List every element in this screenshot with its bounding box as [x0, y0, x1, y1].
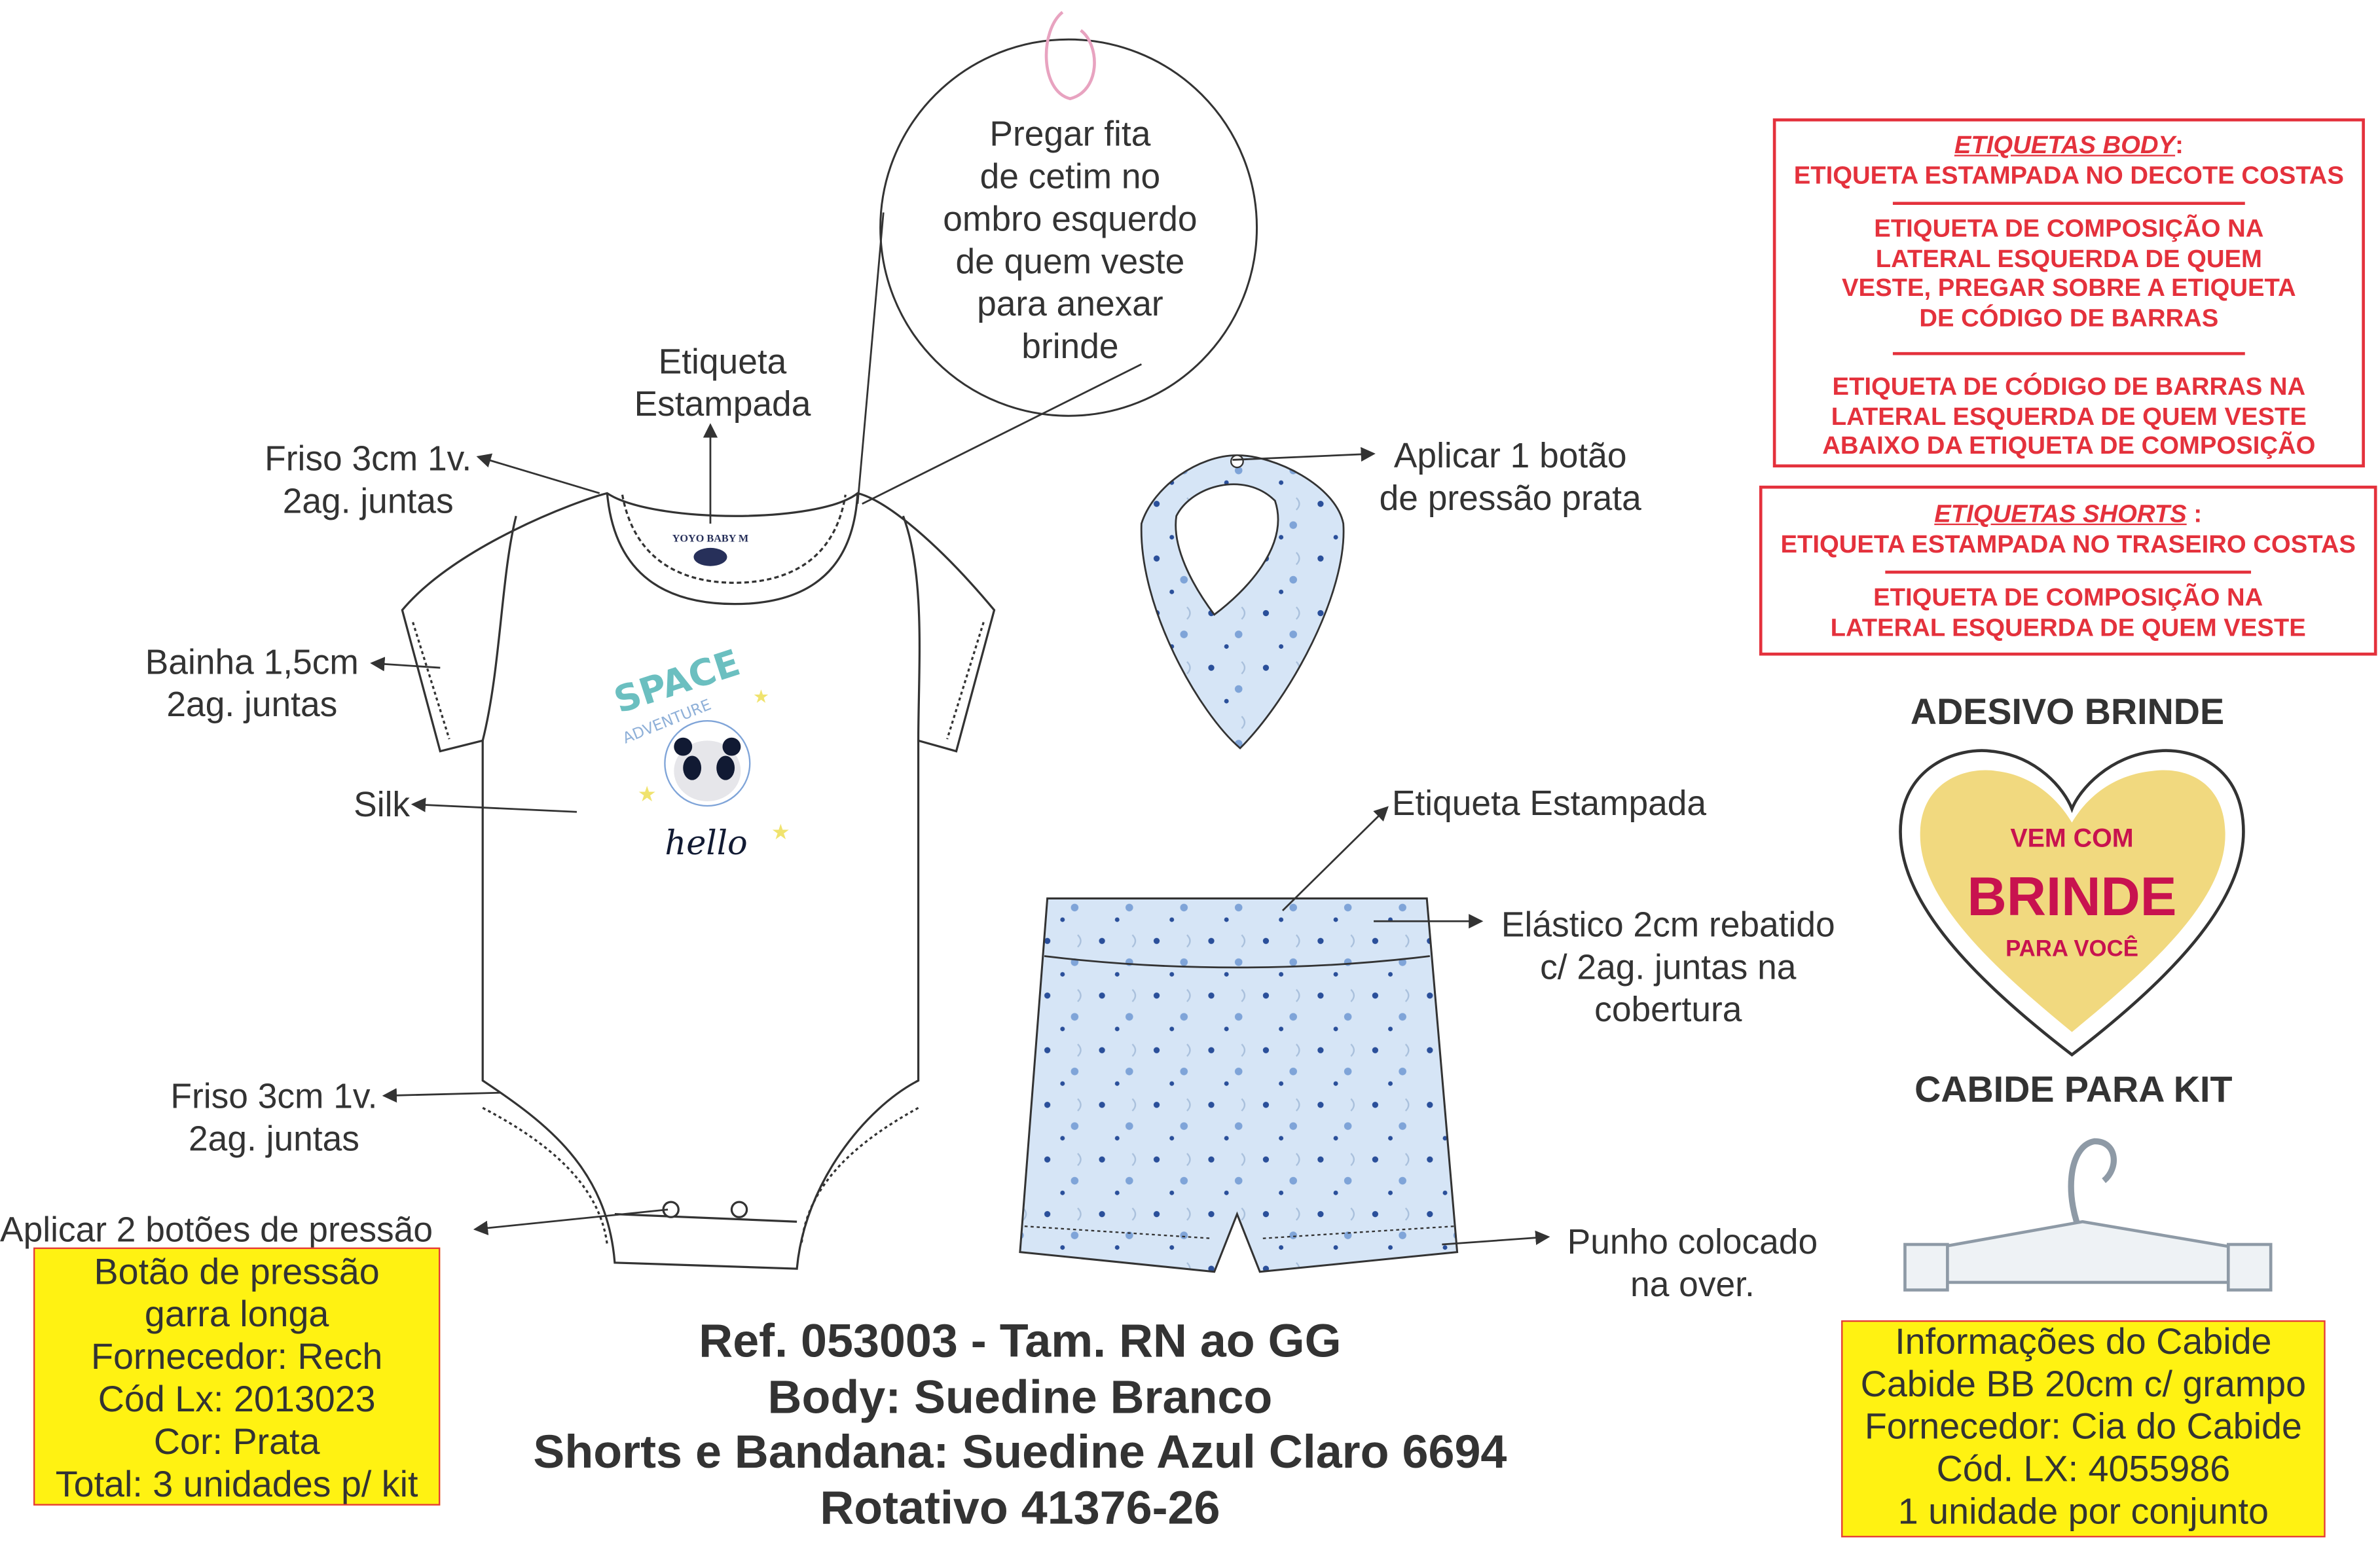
labels-shorts-box: ETIQUETAS SHORTS : ETIQUETA ESTAMPADA NO…	[1759, 485, 2377, 656]
label-silk: Silk	[354, 784, 411, 824]
bodysuit-drawing	[401, 492, 996, 1270]
snap-button	[1230, 454, 1244, 469]
cloud-icon	[693, 547, 727, 566]
sticker-title: ADESIVO BRINDE	[1910, 692, 2225, 733]
svg-text:★: ★	[753, 686, 769, 706]
label-friso-bottom: Friso 3cm 1v.2ag. juntas	[170, 1076, 378, 1158]
shorts-drawing	[1019, 897, 1459, 1273]
hanger-drawing	[1903, 1138, 2273, 1292]
bandana-drawing	[1140, 454, 1345, 750]
hanger-title: CABIDE PARA KIT	[1914, 1070, 2233, 1111]
label-etiqueta-shorts: Etiqueta Estampada	[1391, 783, 1707, 823]
leader-lines	[370, 423, 1550, 1246]
svg-text:BRINDE: BRINDE	[1968, 865, 2177, 927]
svg-text:VEM COM: VEM COM	[2010, 824, 2133, 853]
svg-text:hello: hello	[665, 824, 747, 863]
snap-button	[730, 1201, 748, 1218]
neck-tag-text: YOYO BABY M	[672, 533, 749, 545]
label-friso-top: Friso 3cm 1v.2ag. juntas	[265, 438, 472, 521]
label-botoes: Aplicar 2 botões de pressão	[0, 1209, 433, 1249]
sticker-heart: VEM COM BRINDE PARA VOCÊ	[1899, 749, 2245, 1057]
detail-circle	[879, 38, 1258, 417]
svg-text:★: ★	[771, 820, 790, 844]
svg-text:PARA VOCÊ: PARA VOCÊ	[2005, 935, 2138, 962]
ribbon-icon	[1044, 10, 1096, 101]
labels-body-box: ETIQUETAS BODY: ETIQUETA ESTAMPADA NO DE…	[1772, 118, 2365, 468]
svg-text:★: ★	[638, 782, 657, 806]
